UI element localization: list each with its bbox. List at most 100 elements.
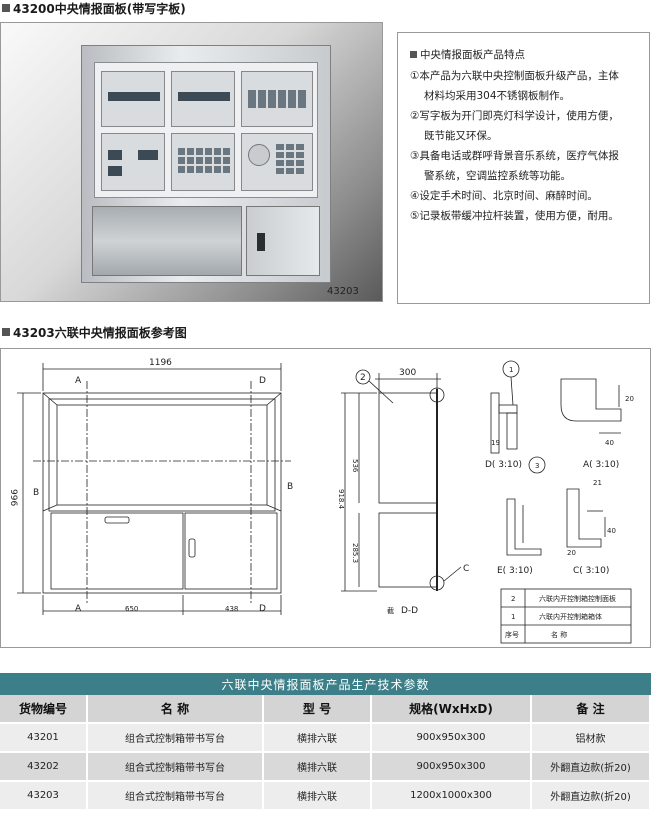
bom-head-name: 名 称 bbox=[551, 630, 567, 639]
cabinet-door-left bbox=[92, 206, 242, 276]
square-bullet-icon bbox=[2, 4, 10, 12]
table-cell: 组合式控制箱带书写台 bbox=[88, 753, 264, 782]
bom-head-no: 序号 bbox=[505, 630, 519, 639]
gas-alarm-unit bbox=[241, 71, 313, 127]
feature-item: ④设定手术时间、北京时间、麻醉时间。 bbox=[410, 186, 641, 206]
feature-line: 材料均采用304不锈钢板制作。 bbox=[424, 90, 571, 102]
detail-E-label: E( 3:10) bbox=[497, 566, 533, 576]
clock-display bbox=[178, 92, 230, 101]
dim-536-label: 536 bbox=[351, 459, 359, 473]
table-cell: 铝材款 bbox=[532, 724, 651, 753]
table-cell: 外翻直边款(折20) bbox=[532, 753, 651, 782]
bom-row-name: 六联内开控制箱控制面板 bbox=[539, 594, 616, 603]
spec-table: 货物编号 名 称 型 号 规格(WxHxD) 备 注 43201 组合式控制箱带… bbox=[0, 695, 651, 811]
feature-line: 既节能又环保。 bbox=[424, 130, 498, 142]
column-header: 名 称 bbox=[88, 695, 264, 724]
table-row: 43201 组合式控制箱带书写台 横排六联 900x950x300 铝材款 bbox=[0, 724, 651, 753]
column-header: 规格(WxHxD) bbox=[372, 695, 532, 724]
cabinet-door-right bbox=[246, 206, 320, 276]
control-panel-face bbox=[94, 62, 318, 198]
section-B-left: B bbox=[33, 488, 39, 498]
timer-display bbox=[108, 92, 160, 101]
features-title-text: 中央情报面板产品特点 bbox=[420, 49, 525, 61]
square-bullet-icon bbox=[410, 51, 417, 58]
section-D-top: D bbox=[259, 376, 266, 386]
column-header: 货物编号 bbox=[0, 695, 88, 724]
bom-row-no: 2 bbox=[511, 595, 515, 603]
dim-300-label: 300 bbox=[399, 368, 416, 378]
section-title-text: 43200中央情报面板(带写字板) bbox=[13, 1, 186, 16]
side-view-upper bbox=[378, 392, 438, 504]
detail-A-dim-40: 40 bbox=[605, 439, 614, 447]
alarm-indicators bbox=[248, 90, 306, 108]
phone-unit bbox=[241, 133, 313, 191]
table-cell: 43202 bbox=[0, 753, 88, 782]
bom-table bbox=[500, 588, 632, 644]
table-cell: 43201 bbox=[0, 724, 88, 753]
front-door-left bbox=[50, 512, 184, 590]
switch-buttons bbox=[178, 148, 230, 173]
temperature-unit bbox=[101, 133, 165, 191]
features-box: 中央情报面板产品特点 ①本产品为六联中央控制面板升级产品，主体 材料均采用304… bbox=[397, 32, 650, 304]
side-view-lower bbox=[378, 512, 438, 588]
detail-C-label: C( 3:10) bbox=[573, 566, 609, 576]
column-header: 备 注 bbox=[532, 695, 651, 724]
detail-C-dim-40: 40 bbox=[607, 527, 616, 535]
feature-line: ④设定手术时间、北京时间、麻醉时间。 bbox=[410, 190, 598, 202]
feature-line: ①本产品为六联中央控制面板升级产品，主体 bbox=[410, 70, 619, 82]
feature-item: ①本产品为六联中央控制面板升级产品，主体 材料均采用304不锈钢板制作。 bbox=[410, 66, 641, 106]
table-row: 43202 组合式控制箱带书写台 横排六联 900x950x300 外翻直边款(… bbox=[0, 753, 651, 782]
feature-line: ②写字板为开门即亮灯科学设计，使用方便， bbox=[410, 110, 619, 122]
table-cell: 1200x1000x300 bbox=[372, 782, 532, 811]
callout-3: 3 bbox=[535, 462, 539, 470]
phone-keypad bbox=[276, 144, 304, 174]
technical-drawing: 1196 996 650 438 A A D D B B 300 536 918… bbox=[0, 348, 651, 648]
spec-table-title: 六联中央情报面板产品生产技术参数 bbox=[0, 673, 651, 695]
table-cell: 横排六联 bbox=[264, 782, 372, 811]
detail-A-dim-20: 20 bbox=[625, 395, 634, 403]
section-title-text: 43203六联中央情报面板参考图 bbox=[13, 325, 187, 340]
table-header-row: 货物编号 名 称 型 号 规格(WxHxD) 备 注 bbox=[0, 695, 651, 724]
light-control-unit bbox=[171, 133, 235, 191]
table-row: 43203 组合式控制箱带书写台 横排六联 1200x1000x300 外翻直边… bbox=[0, 782, 651, 811]
table-cell: 横排六联 bbox=[264, 724, 372, 753]
speaker-icon bbox=[248, 144, 270, 166]
dim-height-label: 996 bbox=[8, 489, 18, 506]
feature-line: 警系统，空调监控系统等功能。 bbox=[424, 170, 571, 182]
section-DD-label: D-D bbox=[401, 606, 418, 616]
table-cell: 43203 bbox=[0, 782, 88, 811]
section-title-drawing: 43203六联中央情报面板参考图 bbox=[2, 324, 187, 340]
dim-9184-label: 918.4 bbox=[337, 489, 345, 510]
bom-row-no: 1 bbox=[511, 613, 515, 621]
timer-unit-middle bbox=[171, 71, 235, 127]
spec-table-section: 六联中央情报面板产品生产技术参数 货物编号 名 称 型 号 规格(WxHxD) … bbox=[0, 673, 651, 813]
column-header: 型 号 bbox=[264, 695, 372, 724]
table-cell: 900x950x300 bbox=[372, 753, 532, 782]
dim-2853-label: 285.3 bbox=[351, 543, 359, 563]
door-handle-icon bbox=[257, 233, 265, 251]
section-B-right: B bbox=[287, 482, 293, 492]
dim-width-label: 1196 bbox=[149, 358, 172, 368]
section-title-panel: 43200中央情报面板(带写字板) bbox=[2, 0, 186, 16]
section-DD-prefix: 截 bbox=[387, 606, 394, 615]
feature-line: ③具备电话或群呼背景音乐系统，医疗气体报 bbox=[410, 150, 619, 162]
feature-line: ⑤记录板带缓冲拉杆装置，使用方便，耐用。 bbox=[410, 210, 619, 222]
product-photo: 43203 bbox=[0, 22, 383, 302]
callout-2: 2 bbox=[360, 373, 366, 383]
front-view-outline bbox=[42, 392, 282, 594]
square-bullet-icon bbox=[2, 328, 10, 336]
bom-row-name: 六联内开控制箱箱体 bbox=[539, 612, 602, 621]
table-cell: 横排六联 bbox=[264, 753, 372, 782]
features-title: 中央情报面板产品特点 bbox=[410, 47, 641, 62]
dim-438-label: 438 bbox=[225, 605, 238, 613]
table-cell: 900x950x300 bbox=[372, 724, 532, 753]
dim-650-label: 650 bbox=[125, 605, 138, 613]
photo-model-label: 43203 bbox=[327, 286, 359, 297]
section-D-bottom: D bbox=[259, 604, 266, 614]
detail-A-label: A( 3:10) bbox=[583, 460, 619, 470]
feature-item: ⑤记录板带缓冲拉杆装置，使用方便，耐用。 bbox=[410, 206, 641, 226]
table-cell: 组合式控制箱带书写台 bbox=[88, 782, 264, 811]
cabinet-illustration bbox=[81, 45, 331, 283]
dim-19-label: 19 bbox=[491, 439, 500, 447]
section-A-top: A bbox=[75, 376, 82, 386]
